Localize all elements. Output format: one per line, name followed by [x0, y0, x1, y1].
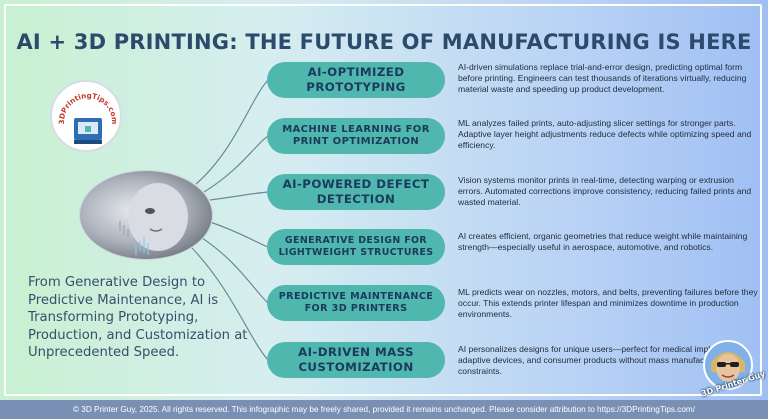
topic-description-machine-learning: ML analyzes failed prints, auto-adjustin… [458, 118, 752, 150]
connector-line-2 [203, 135, 269, 193]
topic-pill-mass-customization: AI-DRIVEN MASS CUSTOMIZATION [267, 342, 445, 378]
site-logo: 3DPrintingTips.com [50, 80, 122, 152]
connector-line-4 [209, 221, 269, 248]
topic-pill-defect-detection: AI-POWERED DEFECT DETECTION [267, 174, 445, 210]
tagline: From Generative Design to Predictive Mai… [28, 275, 248, 360]
topic-description-defect-detection: Vision systems monitor prints in real-ti… [458, 175, 752, 207]
connector-line-3 [209, 191, 269, 201]
topic-pill-generative-design: GENERATIVE DESIGN FOR LIGHTWEIGHT STRUCT… [267, 229, 445, 265]
topic-pill-ai-optimized-prototyping: AI-OPTIMIZED PROTOTYPING [267, 62, 445, 98]
topic-description-predictive-maintenance: ML predicts wear on nozzles, motors, and… [458, 287, 758, 319]
topic-pill-predictive-maintenance: PREDICTIVE MAINTENANCE FOR 3D PRINTERS [267, 285, 445, 321]
hero-image [79, 170, 213, 260]
author-avatar-icon [711, 352, 745, 382]
footer-copyright: © 3D Printer Guy, 2025. All rights reser… [0, 400, 768, 419]
author-avatar [703, 340, 753, 390]
connector-line-1 [195, 79, 269, 185]
topic-description-mass-customization: AI personalizes designs for unique users… [458, 344, 729, 376]
topic-description-generative-design: AI creates efficient, organic geometries… [458, 231, 748, 252]
topic-pill-machine-learning: MACHINE LEARNING FOR PRINT OPTIMIZATION [267, 118, 445, 154]
connector-line-6 [191, 247, 269, 361]
white-frame [4, 4, 762, 396]
page-title: AI + 3D PRINTING: THE FUTURE OF MANUFACT… [16, 30, 752, 54]
topic-description-ai-optimized-prototyping: AI-driven simulations replace trial-and-… [458, 62, 747, 94]
connector-line-5 [201, 237, 269, 304]
ai-robot-face-icon [119, 183, 188, 255]
3d-printer-logo-icon: 3DPrintingTips.com [57, 91, 119, 144]
